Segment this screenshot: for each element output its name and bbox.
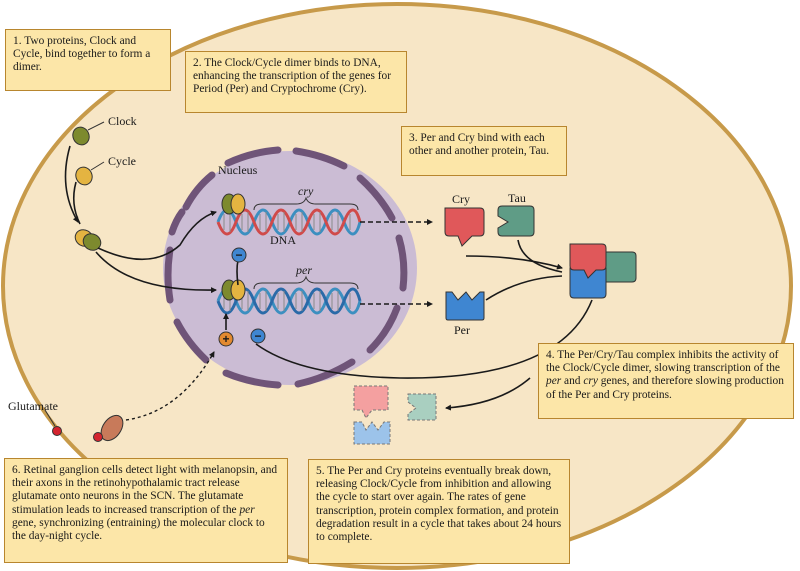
step-3-box: 3. Per and Cry bind with each other and … (401, 126, 567, 176)
arrow-tau-to-complex (517, 239, 563, 273)
step-1-text: Two proteins, Clock and Cycle, bind toge… (13, 35, 151, 74)
tau-protein-label: Tau (508, 191, 526, 205)
glutamate-molecule (52, 426, 62, 436)
retinal-axon-terminal (100, 414, 124, 442)
inhibition-path-to-per (255, 299, 593, 379)
clock-cycle-dimer-cry-promoter (221, 193, 246, 215)
svg-text:+: + (222, 332, 229, 346)
clock-label: Clock (108, 114, 137, 128)
cry-protein (444, 207, 485, 247)
step-6-text-after: gene, synchronizing (entraining) the mol… (12, 516, 265, 543)
step-4-em-cry: cry (583, 375, 598, 388)
clock-label-line (87, 121, 105, 131)
per-protein (445, 291, 485, 321)
arrow-dimer-to-per-promoter (95, 251, 217, 294)
step-1-number: 1. (13, 35, 22, 47)
step-1-box: 1. Two proteins, Clock and Cycle, bind t… (5, 29, 171, 91)
cry-protein-label: Cry (452, 192, 470, 206)
inhibitor-symbol-cry: − (231, 247, 247, 263)
step-4-box: 4. The Per/Cry/Tau complex inhibits the … (538, 343, 794, 419)
glutamate-bound (93, 432, 103, 442)
step-2-text: The Clock/Cycle dimer binds to DNA, enha… (193, 57, 392, 96)
svg-text:−: − (254, 329, 261, 343)
step-6-number: 6. (12, 464, 21, 476)
degraded-proteins (353, 385, 437, 445)
step-3-text: Per and Cry bind with each other and ano… (409, 132, 550, 158)
step-5-text: The Per and Cry proteins eventually brea… (316, 465, 562, 544)
step-6-box: 6. Retinal ganglion cells detect light w… (4, 458, 288, 563)
arrow-dimer-to-cry-promoter (97, 210, 217, 261)
clock-cycle-dimer-per-promoter (221, 279, 246, 301)
arrow-cry-to-complex (465, 255, 563, 270)
arrow-clock-to-dimer (64, 145, 79, 223)
per-cry-tau-complex (569, 243, 637, 299)
step-4-em-per: per (546, 375, 562, 388)
per-gene-brace (253, 275, 359, 290)
step-5-box: 5. The Per and Cry proteins eventually b… (308, 459, 570, 564)
nucleus-label: Nucleus (218, 163, 258, 177)
step-3-number: 3. (409, 132, 418, 144)
inhibitor-symbol-per: − (250, 328, 266, 344)
glutamate-label-line (44, 409, 56, 427)
step-4-text-before: The Per/Cry/Tau complex inhibits the act… (546, 349, 780, 375)
step-2-number: 2. (193, 57, 202, 69)
cycle-label: Cycle (108, 154, 136, 168)
per-gene-label: per (295, 263, 312, 277)
per-protein-label: Per (454, 323, 470, 337)
step-4-text-after: genes, and therefore slowing production … (546, 375, 784, 401)
dna-label: DNA (270, 233, 296, 247)
step-4-number: 4. (546, 349, 555, 361)
cycle-label-line (90, 161, 105, 171)
arrow-per-to-complex (485, 275, 563, 301)
activator-symbol-per: + (218, 331, 234, 347)
arrow-cycle-to-dimer (72, 181, 81, 225)
svg-text:−: − (235, 248, 242, 262)
step-4-text-mid: and (561, 375, 584, 388)
arrow-complex-to-degradation (445, 377, 531, 411)
step-6-em-per: per (239, 503, 255, 516)
cry-gene-brace (253, 196, 359, 211)
clock-protein (72, 126, 90, 146)
step-2-box: 2. The Clock/Cycle dimer binds to DNA, e… (185, 51, 407, 113)
cycle-protein (75, 166, 93, 186)
cry-gene-label: cry (298, 184, 314, 198)
nucleus (163, 146, 417, 389)
step-6-text-before: Retinal ganglion cells detect light with… (12, 464, 278, 516)
tau-protein (497, 205, 535, 237)
step-5-number: 5. (316, 465, 325, 477)
glutamate-label: Glutamate (8, 399, 58, 413)
clock-cycle-dimer-cytoplasm (74, 229, 102, 251)
